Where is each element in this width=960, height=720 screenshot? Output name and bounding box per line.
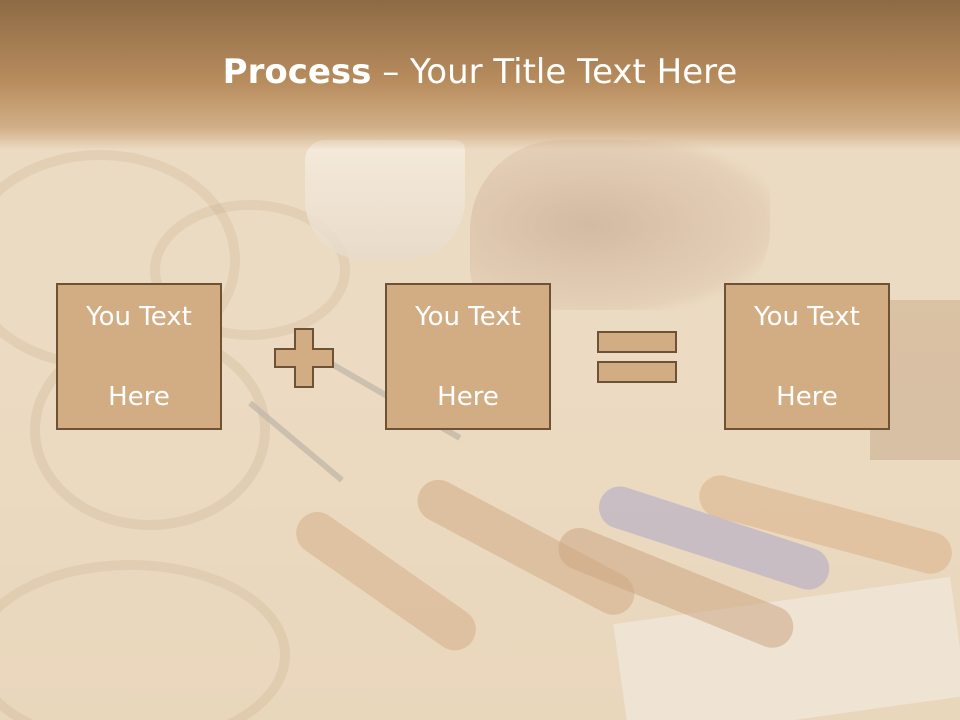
sleeve [305, 140, 465, 260]
equals-icon [597, 331, 677, 383]
slide-title: Process – Your Title Text Here [0, 52, 960, 92]
plus-icon [274, 328, 334, 388]
text-box-1-line1: You Text [86, 301, 192, 332]
title-rest: Your Title Text Here [410, 52, 738, 92]
carving-swirl [0, 560, 290, 720]
text-box-3-line1: You Text [754, 301, 860, 332]
carving-swirl [150, 200, 350, 340]
title-bar [0, 0, 960, 150]
hand [470, 140, 770, 310]
text-box-1-line2: Here [108, 381, 170, 412]
text-box-2-line2: Here [437, 381, 499, 412]
text-box-2-line1: You Text [415, 301, 521, 332]
text-box-3-line2: Here [776, 381, 838, 412]
title-dash: – [371, 52, 411, 92]
title-bold: Process [222, 52, 372, 92]
